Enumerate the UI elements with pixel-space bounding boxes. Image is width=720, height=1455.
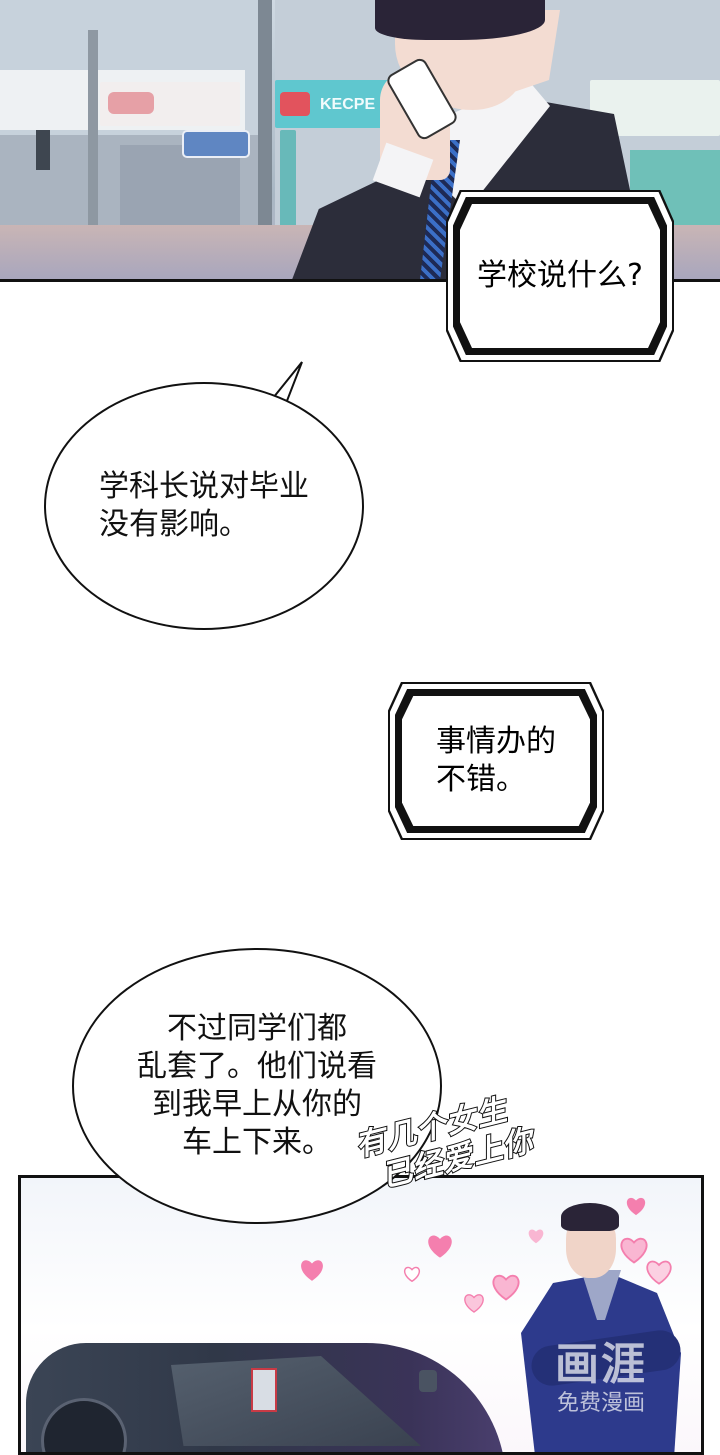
speech-bubble-3-text: 事情办的 不错。 (436, 724, 556, 797)
teal-vertical-sign (280, 130, 296, 230)
traffic-light (36, 130, 50, 170)
panel-border (0, 279, 720, 282)
heart-icon (625, 1196, 647, 1216)
heart-icon (299, 1258, 325, 1282)
watermark: 画涯 免费漫画 (536, 1340, 666, 1418)
speech-bubble-3: 事情办的 不错。 (388, 682, 604, 840)
heart-icon (463, 1293, 485, 1313)
heart-icon (403, 1266, 421, 1282)
street-pole (258, 0, 272, 280)
sports-car-seat (251, 1368, 277, 1412)
character-hair (375, 0, 545, 40)
watermark-logo: 画涯 (555, 1339, 647, 1390)
speech-bubble-4-text: 不过同学们都 乱套了。他们说看 到我早上从你的 车上下来。 (137, 1011, 377, 1160)
heart-icon (619, 1236, 649, 1264)
speech-bubble-4: 不过同学们都 乱套了。他们说看 到我早上从你的 车上下来。 (72, 948, 442, 1224)
street-pole (88, 30, 98, 280)
speech-bubble-2-text: 学科长说对毕业 没有影响。 (99, 469, 309, 542)
heart-icon (426, 1233, 454, 1259)
speech-bubble-1-text: 学校说什么? (477, 258, 643, 293)
speech-bubble-1: 学校说什么? (446, 190, 674, 362)
shop-sign-teal-logo (280, 92, 310, 116)
sports-car-mirror (419, 1370, 437, 1392)
heart-icon (645, 1258, 673, 1286)
heart-icon (491, 1273, 521, 1301)
shop-sign-red-text (108, 92, 154, 114)
comic-panel-car-scene (18, 1175, 704, 1455)
character-2-hair (561, 1203, 619, 1231)
watermark-subtitle: 免费漫画 (556, 1391, 645, 1416)
heart-icon (527, 1228, 545, 1244)
storefront-window (120, 145, 240, 230)
speech-bubble-2: 学科长说对毕业 没有影响。 (44, 382, 364, 630)
shop-sign-text: KECPE (320, 96, 376, 113)
street-sign-blue (182, 130, 250, 158)
